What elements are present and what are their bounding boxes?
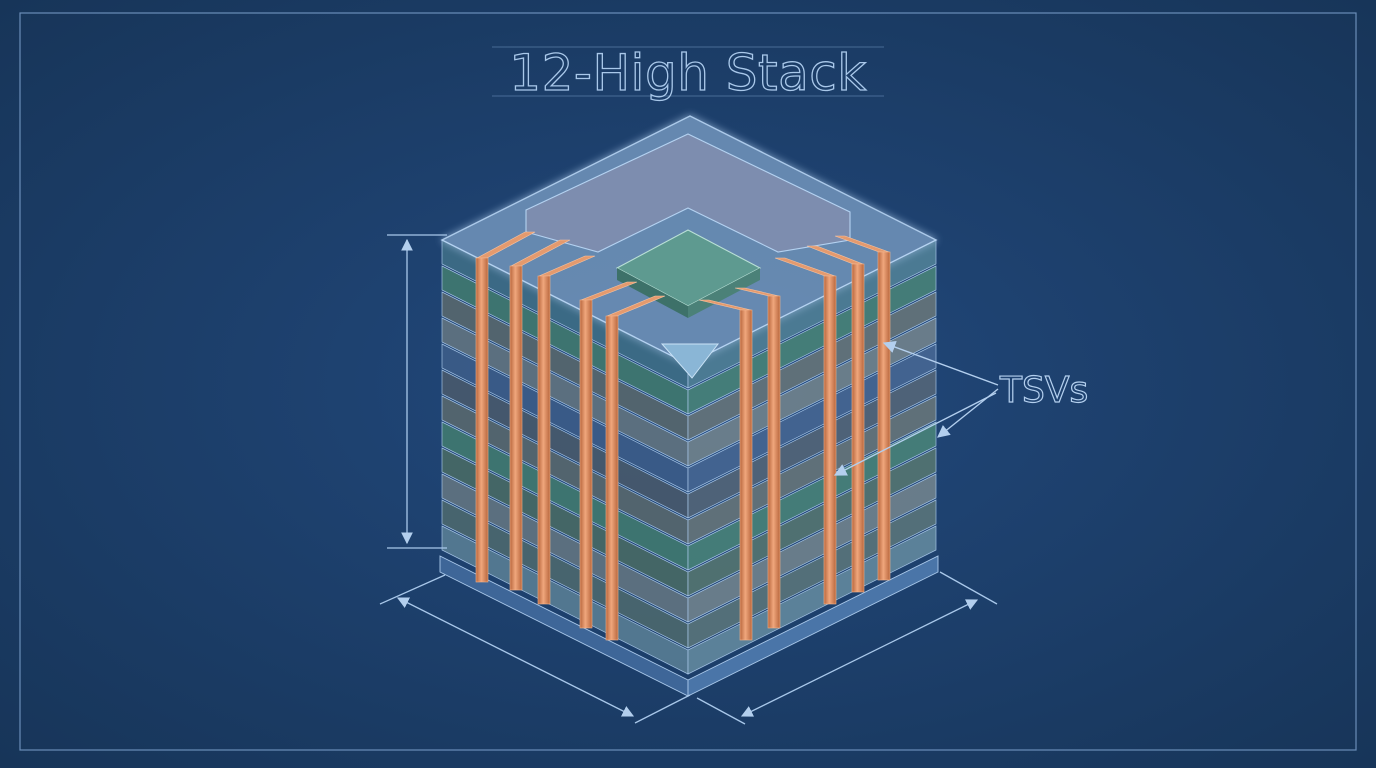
width-dimension-right-tick — [939, 571, 998, 605]
tsv-pillar — [579, 281, 638, 629]
tsv-pillar — [834, 235, 891, 581]
tsv-pillar — [509, 239, 571, 591]
depth-dimension-line — [396, 597, 635, 717]
tsv-pillars — [475, 231, 891, 641]
callout-arrow-1 — [882, 341, 999, 386]
tsv-pillar — [806, 245, 865, 593]
callout-arrow-3 — [833, 392, 997, 476]
tsv-callout-label: TSVs — [999, 370, 1088, 411]
dimension-lines — [379, 234, 998, 725]
logic-chip-side — [688, 268, 760, 318]
alignment-notch — [660, 343, 720, 379]
diagram-title: 12-High Stack — [509, 44, 866, 102]
top-heat-spreader — [525, 133, 851, 253]
tsv-callout: TSVs — [833, 341, 1089, 476]
width-dimension-left-tick — [696, 697, 746, 725]
depth-dimension-left-tick — [379, 574, 446, 605]
title-group: 12-High Stack — [492, 43, 884, 103]
width-dimension-line — [740, 599, 979, 717]
depth-dimension-right-tick — [634, 694, 691, 724]
blueprint-frame — [19, 12, 1357, 751]
tsv-pillar — [475, 231, 536, 583]
logic-chip-side — [617, 268, 688, 318]
tsv-pillar — [605, 295, 666, 641]
top-die-features — [525, 133, 851, 379]
